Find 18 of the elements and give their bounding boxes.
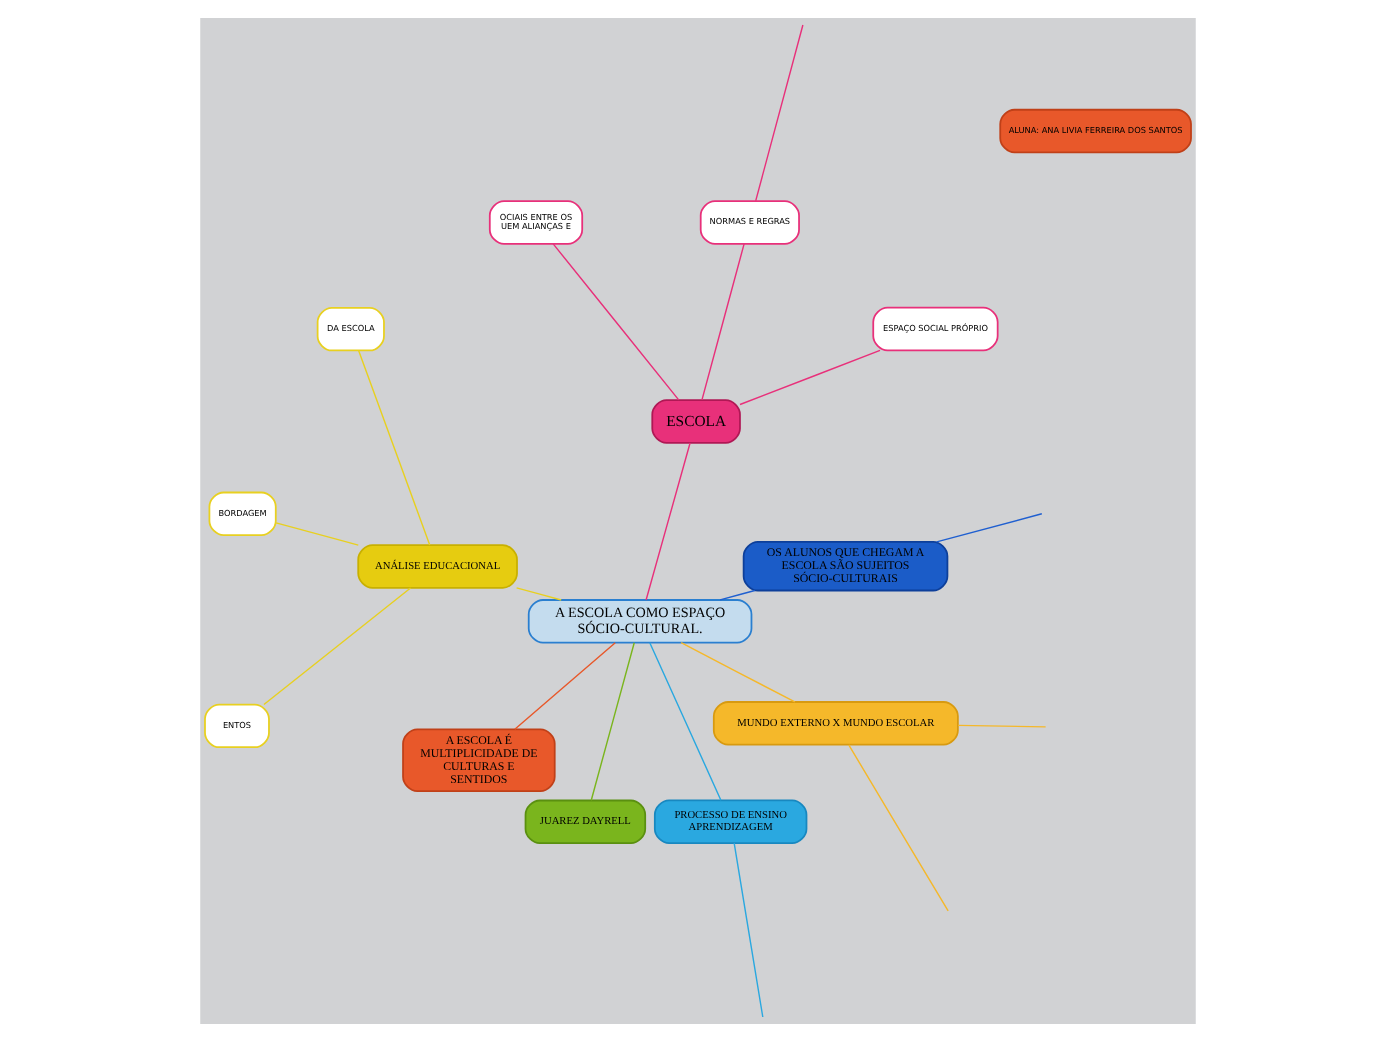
connector xyxy=(589,641,634,800)
connector xyxy=(262,586,411,705)
connector xyxy=(644,441,690,600)
connector xyxy=(514,586,561,600)
connector xyxy=(357,349,430,545)
connector xyxy=(847,743,948,911)
connector xyxy=(754,23,803,201)
connector xyxy=(513,641,615,729)
connector xyxy=(718,588,755,600)
connector xyxy=(738,348,880,405)
connector xyxy=(274,521,358,545)
connector xyxy=(700,242,744,400)
connector xyxy=(732,841,763,1017)
connector xyxy=(956,723,1046,727)
connector xyxy=(934,512,1042,542)
connector xyxy=(679,641,795,702)
connector xyxy=(648,641,721,800)
connector xyxy=(551,242,679,400)
